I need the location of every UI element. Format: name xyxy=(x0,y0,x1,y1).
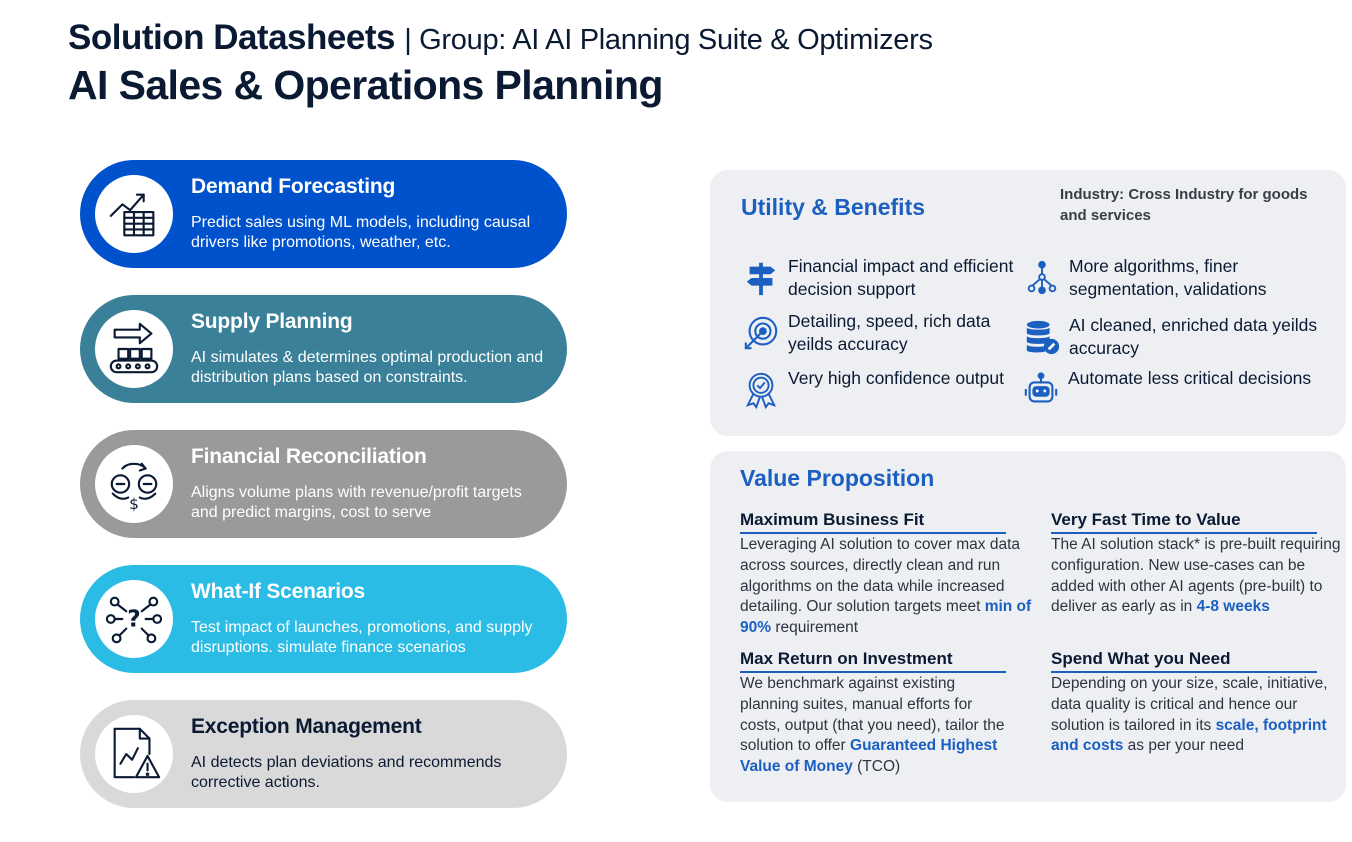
capability-exception-management: Exception Management AI detects plan dev… xyxy=(80,700,567,808)
database-clean-icon xyxy=(1026,320,1060,355)
value-heading: Spend What you Need xyxy=(1051,649,1231,668)
page-title: Solution Datasheets | Group: AI AI Plann… xyxy=(68,18,933,60)
title-bold: Solution Datasheets xyxy=(68,18,395,57)
value-proposition-panel: Value Proposition Maximum Business Fit L… xyxy=(710,451,1346,802)
page-subtitle: AI Sales & Operations Planning xyxy=(68,62,663,108)
utility-title: Utility & Benefits xyxy=(741,194,926,220)
capability-description: Aligns volume plans with revenue/profit … xyxy=(191,484,522,521)
capability-title: Supply Planning xyxy=(191,310,353,333)
capability-icon-circle xyxy=(95,715,173,793)
benefit-item: Very high confidence output xyxy=(742,368,1022,412)
algorithm-tree-icon xyxy=(1027,260,1057,295)
value-body: Leveraging AI solution to cover max data… xyxy=(740,536,1032,637)
value-heading-underline xyxy=(1051,671,1317,673)
capability-demand-forecasting: Demand Forecasting Predict sales using M… xyxy=(80,160,567,268)
value-heading-underline xyxy=(1051,532,1317,534)
benefit-item: Financial impact and efficient decision … xyxy=(742,256,1022,301)
capability-description: AI detects plan deviations and recommend… xyxy=(191,754,502,791)
badge-check-icon xyxy=(745,372,777,410)
value-highlight: scale, footprint and costs xyxy=(1051,716,1327,755)
value-heading-underline xyxy=(740,532,1006,534)
value-heading: Maximum Business Fit xyxy=(740,510,925,529)
robot-icon xyxy=(1024,372,1058,403)
benefit-item: Automate less critical decisions xyxy=(1022,368,1322,412)
signpost-icon xyxy=(746,262,776,296)
coins-cycle-icon: $ xyxy=(110,462,158,513)
value-highlight: Guaranteed Highest Value of Money xyxy=(740,737,998,776)
capability-what-if-scenarios: ? What-If Scenarios Test impact of launc… xyxy=(80,565,567,673)
value-body: We benchmark against existing planning s… xyxy=(740,675,1005,776)
value-body: Depending on your size, scale, initiativ… xyxy=(1051,675,1328,755)
capability-icon-circle xyxy=(95,310,173,388)
value-title: Value Proposition xyxy=(740,465,935,491)
forecast-chart-icon xyxy=(109,193,155,237)
benefit-text: Automate less critical decisions xyxy=(1068,368,1312,388)
header: Solution Datasheets | Group: AI AI Plann… xyxy=(68,18,933,110)
value-heading: Max Return on Investment xyxy=(740,649,953,668)
report-warning-icon xyxy=(113,727,161,779)
benefit-text: AI cleaned, enriched data yeilds accurac… xyxy=(1069,315,1318,358)
capability-description: Test impact of launches, promotions, and… xyxy=(191,619,533,656)
benefit-text: Financial impact and efficient decision … xyxy=(788,256,1014,299)
benefit-text: More algorithms, finer segmentation, val… xyxy=(1069,256,1267,299)
capability-icon-circle xyxy=(95,175,173,253)
value-highlight: 4-8 weeks xyxy=(1196,598,1270,616)
value-heading: Very Fast Time to Value xyxy=(1051,510,1241,529)
capability-icon-circle: ? xyxy=(95,580,173,658)
title-group: | Group: AI AI Planning Suite & Optimize… xyxy=(404,24,933,56)
benefit-text: Very high confidence output xyxy=(788,368,1004,388)
capability-description: AI simulates & determines optimal produc… xyxy=(191,349,544,386)
svg-text:$: $ xyxy=(129,495,139,513)
industry-label: Industry: Cross Industry for goods and s… xyxy=(1060,186,1308,224)
capability-title: Exception Management xyxy=(191,715,422,738)
capability-title: What-If Scenarios xyxy=(191,580,365,603)
capability-title: Financial Reconciliation xyxy=(191,445,427,468)
benefit-item: AI cleaned, enriched data yeilds accurac… xyxy=(1023,315,1323,360)
conveyor-arrow-icon xyxy=(109,322,159,374)
value-heading-underline xyxy=(740,671,1006,673)
question-network-icon: ? xyxy=(105,596,163,644)
capability-description: Predict sales using ML models, including… xyxy=(191,214,531,251)
value-body: The AI solution stack* is pre-built requ… xyxy=(1051,536,1341,616)
benefit-item: More algorithms, finer segmentation, val… xyxy=(1023,256,1323,301)
benefit-text: Detailing, speed, rich data yeilds accur… xyxy=(788,311,991,354)
benefit-item: Detailing, speed, rich data yeilds accur… xyxy=(742,311,1022,356)
target-arrow-icon xyxy=(744,316,778,350)
utility-benefits-panel: Utility & Benefits Industry: Cross Indus… xyxy=(710,170,1346,436)
svg-text:?: ? xyxy=(127,606,140,633)
value-highlight: min of 90% xyxy=(740,598,1032,637)
capability-icon-circle: $ xyxy=(95,445,173,523)
capability-title: Demand Forecasting xyxy=(191,175,396,198)
capability-supply-planning: Supply Planning AI simulates & determine… xyxy=(80,295,567,403)
capability-financial-reconciliation: $ Financial Reconciliation Aligns volume… xyxy=(80,430,567,538)
